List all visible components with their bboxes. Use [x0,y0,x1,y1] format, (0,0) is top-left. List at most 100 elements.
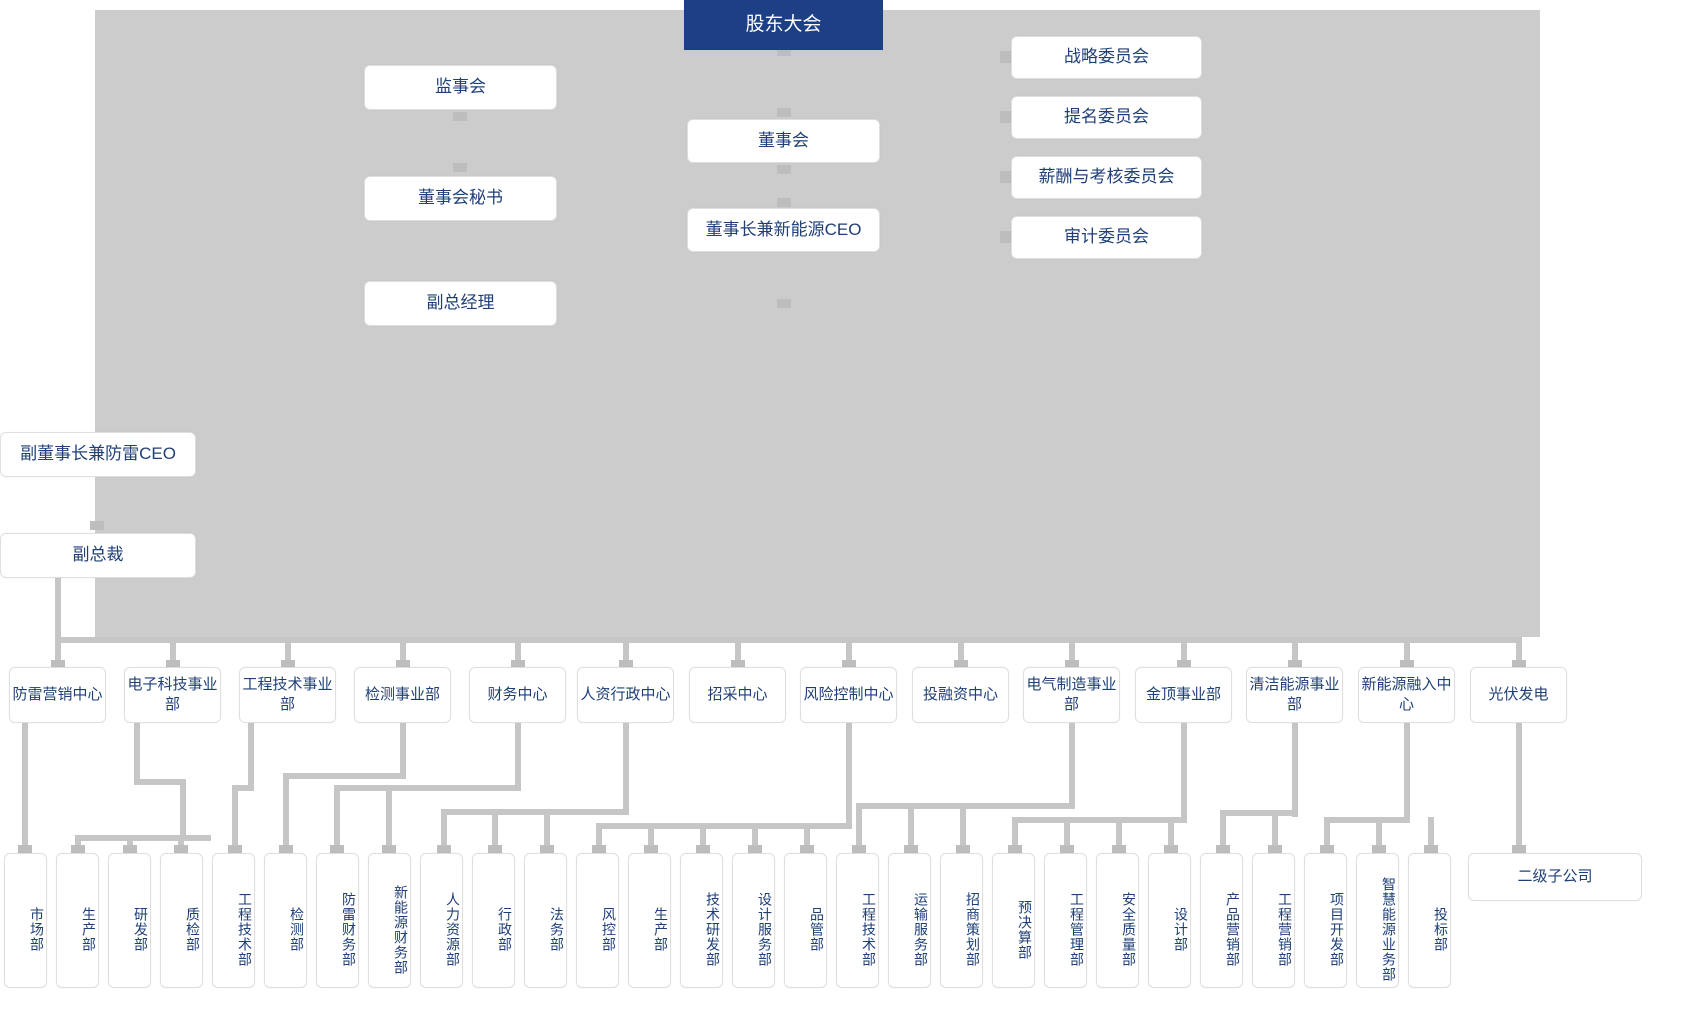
connector-arrow-sub-1 [18,845,32,854]
connector-arrow-sub-13 [644,845,658,854]
connector-arrow-sub-19 [956,845,970,854]
node-dept-risk-control[interactable]: 风控部 [576,853,619,988]
connector-subtrunk-b2 [180,779,186,835]
node-division-hr-admin-center[interactable]: 人资行政中心 [577,667,674,723]
node-dept-newenergy-finance[interactable]: 新能源财务部 [368,853,411,988]
node-dept-engineering-marketing[interactable]: 工程营销部 [1252,853,1295,988]
node-dept-rnd[interactable]: 研发部 [108,853,151,988]
node-dept-product-marketing[interactable]: 产品营销部 [1200,853,1243,988]
node-dept-legal-affairs[interactable]: 法务部 [524,853,567,988]
connector-subtrunk-h [1069,723,1075,803]
connector-arrow-sub-11 [540,845,554,854]
node-division-investment-financing-center[interactable]: 投融资中心 [912,667,1009,723]
node-shareholders-meeting[interactable]: 股东大会 [684,0,883,50]
connector-subdrop-l [1516,723,1522,847]
node-dept-human-resources[interactable]: 人力资源部 [420,853,463,988]
connector-subdrop-i3 [1116,817,1122,847]
connector-subdrop-g3 [700,823,706,847]
node-division-photovoltaic-power[interactable]: 光伏发电 [1470,667,1567,723]
node-committee-strategy[interactable]: 战略委员会 [1011,36,1202,79]
node-division-finance-center[interactable]: 财务中心 [469,667,566,723]
node-dept-administration[interactable]: 行政部 [472,853,515,988]
connector-stub-committee-4 [1000,231,1012,243]
node-dept-lightning-finance[interactable]: 防雷财务部 [316,853,359,988]
node-dept-market[interactable]: 市场部 [4,853,47,988]
connector-vp-drop [55,578,61,640]
connector-subdrop-h1 [856,803,862,847]
node-dept-quality-inspection[interactable]: 质检部 [160,853,203,988]
node-vice-president[interactable]: 副总裁 [0,533,196,578]
node-secondary-subsidiary[interactable]: 二级子公司 [1468,853,1642,901]
node-dept-testing[interactable]: 检测部 [264,853,307,988]
connector-arrow-sub-21 [1060,845,1074,854]
connector-subtrunk-g [846,723,852,823]
node-division-lightning-marketing-center[interactable]: 防雷营销中心 [9,667,106,723]
node-dept-engineering-management[interactable]: 工程管理部 [1044,853,1087,988]
node-dept-quality-management[interactable]: 品管部 [784,853,827,988]
connector-subdrop-k3 [1428,817,1434,847]
connector-division-drop-1 [55,637,61,663]
connector-arrow-sub-5 [228,845,242,854]
connector-arrow-sub-10 [488,845,502,854]
connector-division-drop-12 [1292,637,1298,663]
connector-stub-board-bottom [777,165,791,174]
node-division-procurement-center[interactable]: 招采中心 [689,667,786,723]
node-dept-production-1[interactable]: 生产部 [56,853,99,988]
connector-arrow-sub-4 [174,845,188,854]
connector-arrow-sub-22 [1112,845,1126,854]
node-board-secretary[interactable]: 董事会秘书 [364,176,557,221]
node-division-engineering-technology[interactable]: 工程技术事业部 [239,667,336,723]
node-dept-engineering-technology-1[interactable]: 工程技术部 [212,853,255,988]
node-division-newenergy-integration-center[interactable]: 新能源融入中心 [1358,667,1455,723]
connector-subdrop-g2 [648,823,654,847]
node-division-testing[interactable]: 检测事业部 [354,667,451,723]
connector-subdrop-j1 [1220,810,1226,847]
node-dept-design-service[interactable]: 设计服务部 [732,853,775,988]
connector-subbus-c [232,785,254,791]
connector-arrow-sub-6 [279,845,293,854]
node-vice-chairman-lightning-ceo[interactable]: 副董事长兼防雷CEO [0,432,196,477]
connector-arrow-division-11 [1177,660,1191,669]
connector-division-drop-7 [735,637,741,663]
connector-arrow-division-10 [1065,660,1079,669]
node-dept-bidding[interactable]: 投标部 [1408,853,1451,988]
node-dept-safety-quality[interactable]: 安全质量部 [1096,853,1139,988]
connector-arrow-division-2 [166,660,180,669]
node-division-jinding[interactable]: 金顶事业部 [1135,667,1232,723]
node-dept-production-2[interactable]: 生产部 [628,853,671,988]
node-division-electronic-technology[interactable]: 电子科技事业部 [124,667,221,723]
node-chairman-newenergy-ceo[interactable]: 董事长兼新能源CEO [687,208,880,252]
connector-division-drop-6 [623,637,629,663]
connector-arrow-division-8 [842,660,856,669]
node-dept-design[interactable]: 设计部 [1148,853,1191,988]
connector-division-drop-2 [170,637,176,663]
node-dept-technology-rnd[interactable]: 技术研发部 [680,853,723,988]
node-dept-transport-service[interactable]: 运输服务部 [888,853,931,988]
node-supervisory-board[interactable]: 监事会 [364,65,557,110]
connector-subdrop-a [22,723,28,847]
node-dept-engineering-technology-2[interactable]: 工程技术部 [836,853,879,988]
node-committee-audit[interactable]: 审计委员会 [1011,216,1202,259]
connector-subdrop-i2 [1064,817,1070,847]
node-dept-project-development[interactable]: 项目开发部 [1304,853,1347,988]
node-board-of-directors[interactable]: 董事会 [687,119,880,163]
connector-arrow-division-6 [619,660,633,669]
node-division-risk-control-center[interactable]: 风险控制中心 [800,667,897,723]
connector-arrow-sub-28 [1424,845,1438,854]
node-committee-compensation-assessment[interactable]: 薪酬与考核委员会 [1011,156,1202,199]
node-dept-smart-energy-business[interactable]: 智慧能源业务部 [1356,853,1399,988]
node-dept-investment-planning[interactable]: 招商策划部 [940,853,983,988]
connector-subtrunk-e [515,723,521,785]
connector-subdrop-f1 [441,809,447,847]
node-division-clean-energy[interactable]: 清洁能源事业部 [1246,667,1343,723]
connector-subdrop-c [232,785,238,847]
node-committee-nomination[interactable]: 提名委员会 [1011,96,1202,139]
node-deputy-general-manager[interactable]: 副总经理 [364,281,557,326]
connector-stub-board-top [777,108,791,117]
node-division-electrical-manufacturing[interactable]: 电气制造事业部 [1023,667,1120,723]
connector-stub-root-bottom [777,47,791,56]
connector-arrow-division-3 [281,660,295,669]
connector-subdrop-b1 [75,835,81,847]
connector-subdrop-k2 [1376,817,1382,847]
node-dept-budget-estimation[interactable]: 预决算部 [992,853,1035,988]
